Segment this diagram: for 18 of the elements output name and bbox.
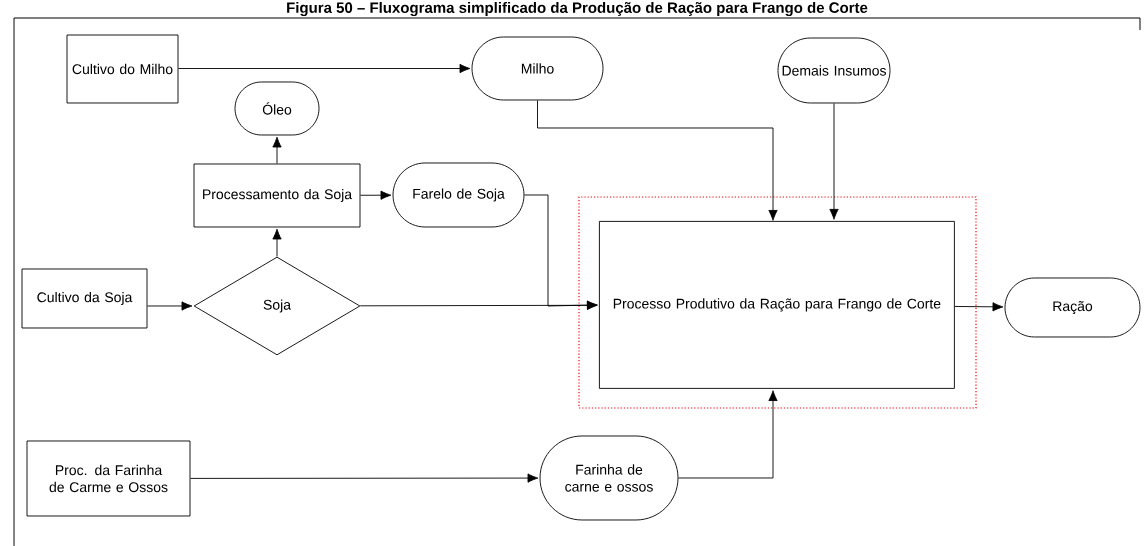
process-box: Cultivo da Soja [21,268,148,329]
arrow [360,190,392,200]
arrow [954,302,1004,312]
arrow [178,63,471,74]
arrow [537,100,778,221]
process-box: Proc. da Farinha de Carme e Ossos [26,440,191,517]
arrow [272,136,282,164]
arrow [147,301,193,311]
process-box: Cultivo do Milho [66,34,179,104]
arrow [829,103,839,220]
process-box: Processamento da Soja [193,163,361,228]
arrow [190,473,539,483]
arrow [272,228,282,257]
title: Figura 50 – Fluxograma simplificado da Produção de Ração para Frango de Corte [287,2,868,17]
arrow [678,390,778,479]
dotted-boundary [578,196,977,409]
arrow [524,194,598,310]
process-box: Processo Produtivo da Ração para Frango de Corte [598,220,955,389]
